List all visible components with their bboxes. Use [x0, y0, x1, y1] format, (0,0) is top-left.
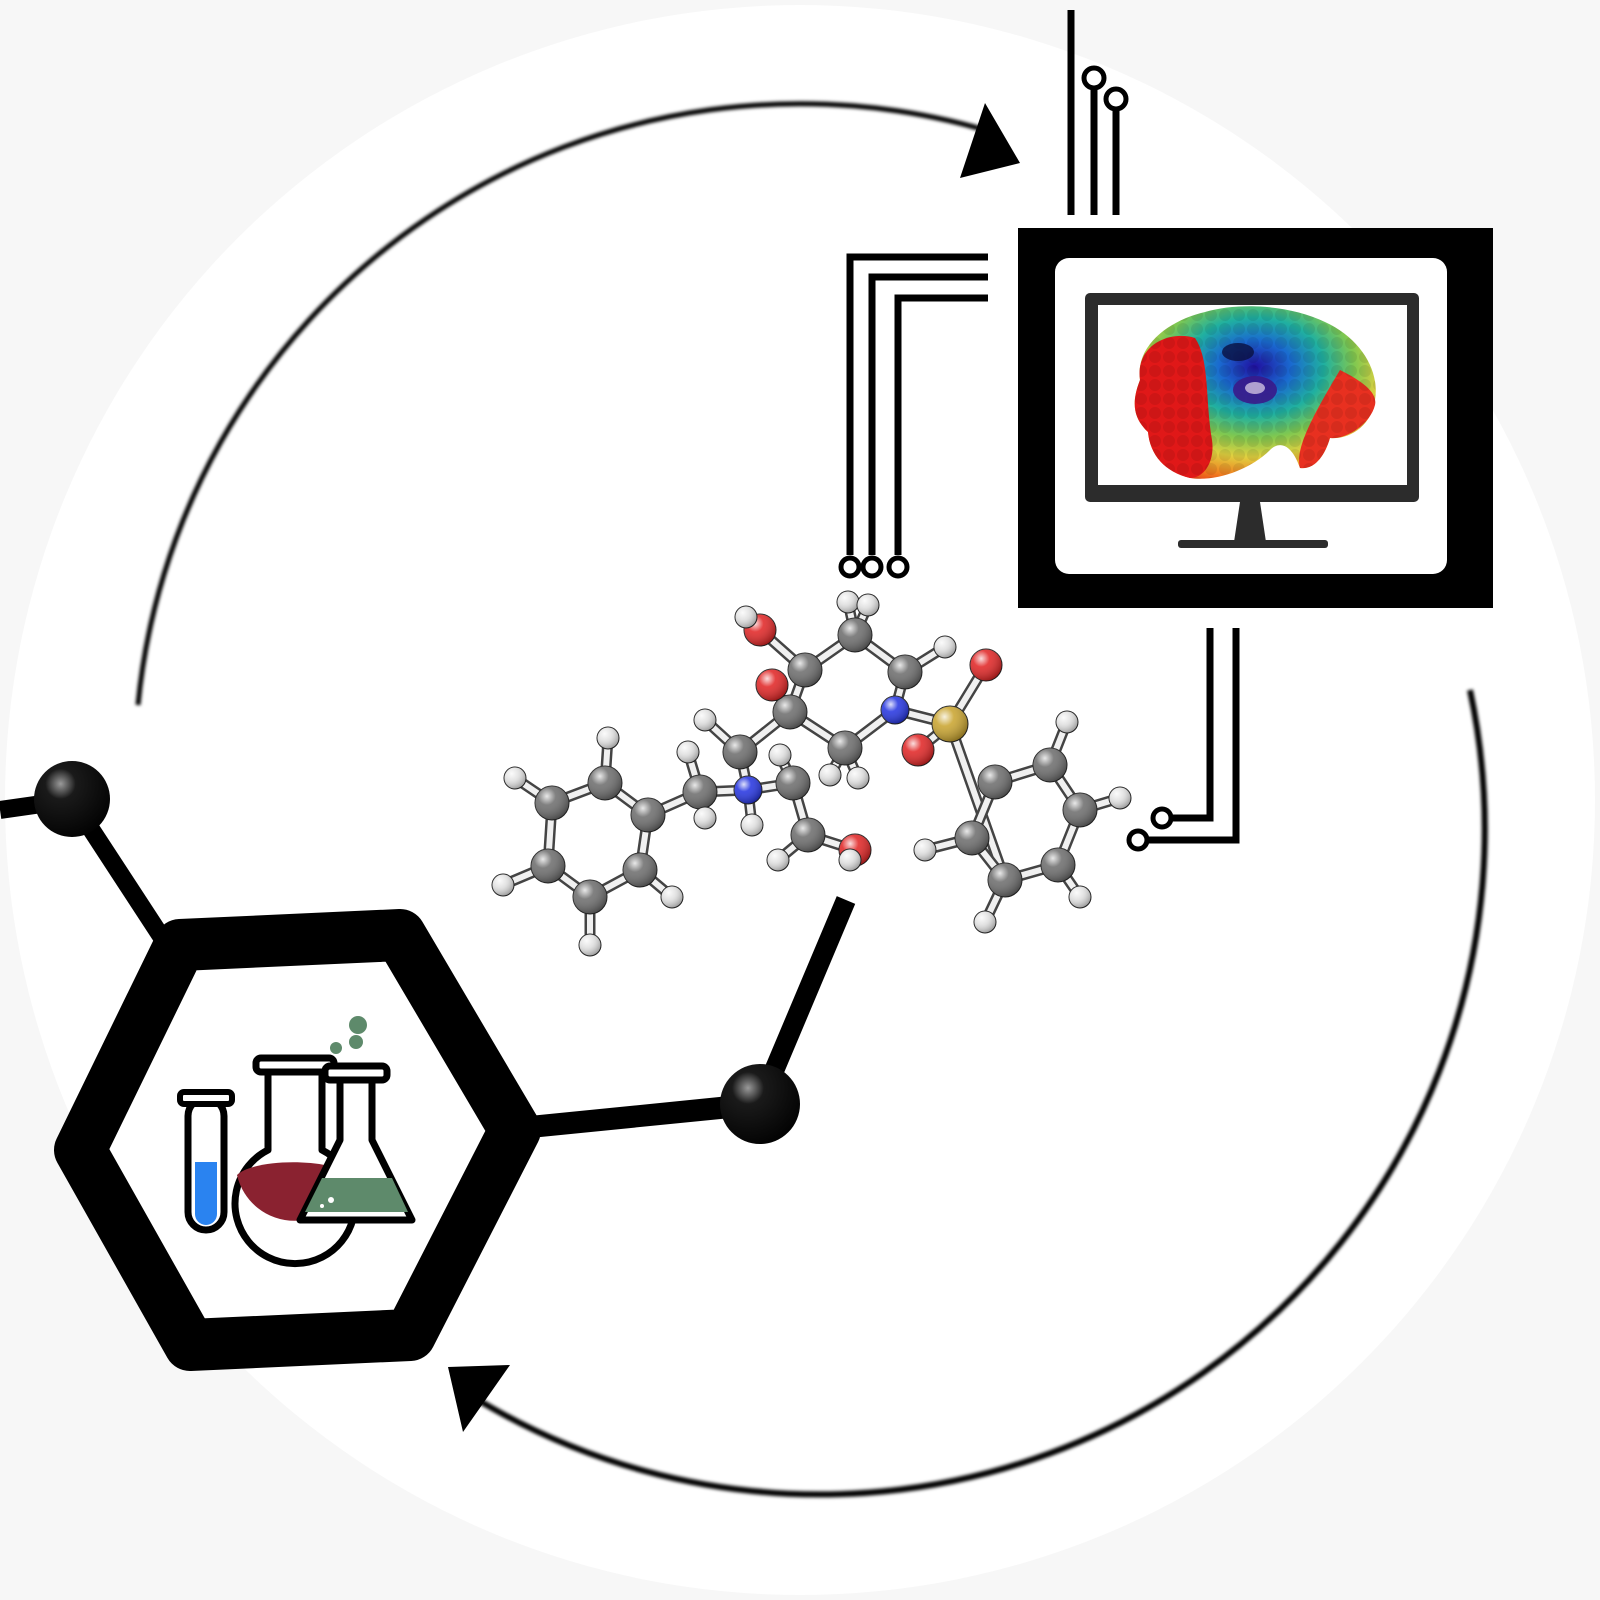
circuit-traces-bottom [1126, 628, 1240, 852]
molecule-atom-shading [741, 814, 763, 836]
molecule-atom-shading [504, 767, 526, 789]
molecule-atom-shading [828, 731, 862, 765]
molecule-atom-shading [588, 766, 622, 800]
molecule-atom-shading [857, 594, 879, 616]
molecule-bond [947, 721, 1008, 883]
molecule-atom-shading [914, 839, 936, 861]
molecule-atom-shading [1063, 793, 1097, 827]
molecule-atom-shading [492, 874, 514, 896]
molecule-atom-shading [694, 807, 716, 829]
molecule-atom-shading [756, 669, 788, 701]
circuit-traces-top [1067, 10, 1129, 215]
molecule-atom-shading [773, 695, 807, 729]
molecule-atom-shading [888, 655, 922, 689]
molecule-atom-shading [597, 727, 619, 749]
molecule-atom-shading [1069, 886, 1091, 908]
lab-glassware-icon [177, 1016, 416, 1268]
molecule-atom-shading [934, 636, 956, 658]
molecule-atom-shading [631, 798, 665, 832]
molecule-atom-shading [847, 767, 869, 789]
molecule-atom-shading [1033, 748, 1067, 782]
molecule-atom-shading [955, 821, 989, 855]
molecule-atom-shading [932, 706, 968, 742]
cycle-arcs [135, 101, 1488, 1498]
bottom-arc [468, 689, 1488, 1498]
molecule-atom-shading [535, 786, 569, 820]
protein-monitor-icon [1085, 293, 1419, 548]
chain-atom-right [720, 1064, 800, 1144]
molecule-atom-shading [970, 649, 1002, 681]
protein-surface [1134, 306, 1376, 479]
molecule-atom-shading [988, 863, 1022, 897]
molecule-atom-shading [767, 849, 789, 871]
molecule-atom-shading [776, 766, 810, 800]
molecule-atom-shading [683, 775, 717, 809]
wet-lab-node [0, 761, 856, 1371]
molecule-atom-shading [788, 653, 822, 687]
molecule-atom-shading [819, 764, 841, 786]
molecule-atom-shading [1041, 848, 1075, 882]
molecule-atom-shading [734, 776, 762, 804]
molecule-atom-shading [1056, 711, 1078, 733]
molecule-atom-shading [839, 849, 861, 871]
molecule-atom-shading [837, 591, 859, 613]
circuit-traces-left [838, 253, 988, 579]
molecule-atom-shading [573, 880, 607, 914]
molecule-atom-shading [978, 765, 1012, 799]
top-arc [135, 101, 986, 706]
computer-node [1018, 228, 1493, 608]
erlenmeyer-flask-icon [296, 1016, 416, 1224]
molecule-atom-shading [677, 741, 699, 763]
ball-and-stick-molecule-icon [491, 590, 1132, 957]
test-tube-icon [177, 1089, 235, 1234]
molecule-atom-shading [902, 734, 934, 766]
molecule-atom-shading [723, 735, 757, 769]
molecule-atom-shading [769, 744, 791, 766]
molecule-atom-shading [661, 886, 683, 908]
molecule-atom-shading [531, 849, 565, 883]
molecule-atom-shading [838, 618, 872, 652]
bottom-arrowhead [448, 1365, 510, 1432]
molecule-atom-shading [735, 606, 757, 628]
chain-bond-right [498, 1093, 762, 1141]
molecule-atom-shading [1109, 787, 1131, 809]
molecule-atom-shading [881, 696, 909, 724]
molecule-atom-shading [623, 853, 657, 887]
molecule-atom-shading [791, 818, 825, 852]
molecule-atom-shading [579, 934, 601, 956]
molecule-atom-shading [694, 709, 716, 731]
top-arrowhead [960, 103, 1020, 178]
chain-atom-left [34, 761, 110, 837]
molecule-atom-shading [974, 911, 996, 933]
